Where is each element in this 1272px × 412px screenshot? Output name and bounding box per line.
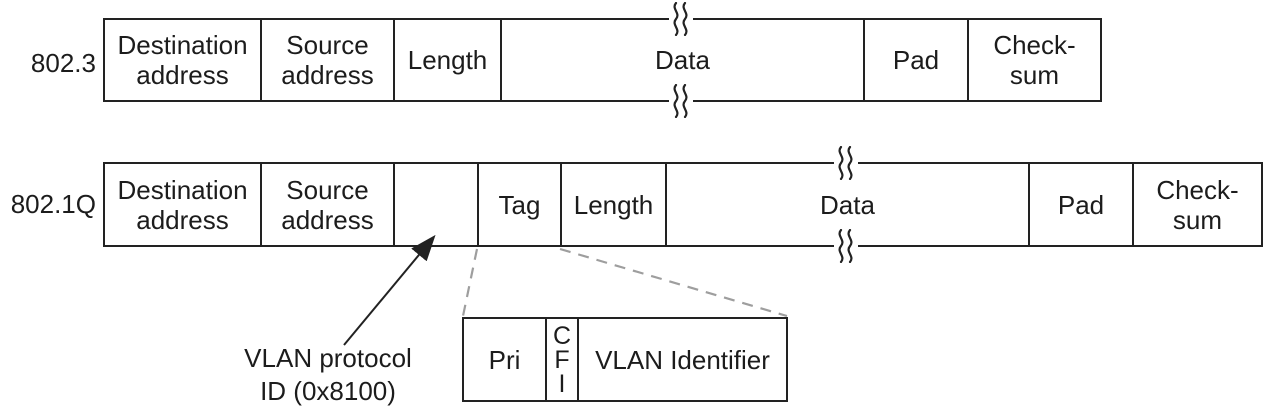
line-break-icon (834, 229, 858, 263)
field-8023-destination-address: Destination address (105, 20, 262, 100)
field-8023-length: Length (395, 20, 502, 100)
field-8021q-vlan-protocol-id (395, 164, 479, 245)
frame-8021q: Destination address Source address Tag L… (103, 162, 1263, 247)
label-8023: 802.3 (30, 48, 96, 78)
label-8021q: 802.1Q (10, 189, 96, 219)
field-8021q-data: Data (667, 164, 1030, 245)
field-8021q-source-address: Source address (262, 164, 395, 245)
vlan-protocol-id-annotation: VLAN protocol ID (0x8100) (244, 343, 412, 406)
field-tag-vlan-identifier: VLAN Identifier (595, 344, 770, 375)
field-8023-data: Data (502, 20, 865, 100)
line-break-icon (669, 84, 693, 118)
field-8021q-pad: Pad (1030, 164, 1134, 245)
field-8023-source-address: Source address (262, 20, 395, 100)
tag-detail-box: Pri C F I VLAN Identifier (462, 317, 788, 402)
line-break-icon (669, 2, 693, 36)
field-tag-cfi: C F I (547, 319, 579, 400)
field-tag-pri: Pri (464, 319, 547, 400)
field-8021q-length: Length (562, 164, 667, 245)
field-8023-checksum: Check- sum (993, 30, 1076, 90)
annotation-arrow-icon (343, 234, 436, 346)
tag-expansion-dashed-lines (461, 247, 788, 318)
field-8021q-tag: Tag (479, 164, 562, 245)
frame-8023: Destination address Source address Lengt… (103, 18, 1102, 102)
line-break-icon (834, 146, 858, 180)
field-8021q-checksum: Check- sum (1156, 174, 1239, 235)
field-8021q-destination-address: Destination address (105, 164, 262, 245)
field-8023-pad: Pad (865, 20, 969, 100)
